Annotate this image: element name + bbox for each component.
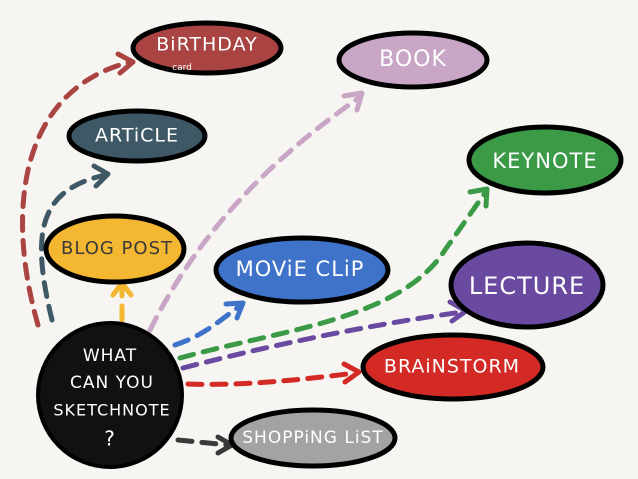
node-keynote-shape bbox=[466, 124, 624, 196]
node-brainstorm-label: BRAiNSTORM bbox=[384, 356, 520, 378]
connector-keynote bbox=[177, 186, 490, 361]
node-brainstorm: BRAiNSTORM bbox=[360, 332, 546, 402]
node-blog-post-shape bbox=[43, 213, 187, 285]
connector-article bbox=[39, 163, 111, 323]
connector-blog-post bbox=[110, 280, 134, 323]
node-birthday-sublabel: card bbox=[172, 63, 192, 73]
node-book: BOOK bbox=[336, 30, 490, 90]
node-lecture-label: LECTURE bbox=[469, 272, 585, 300]
node-article-label: ARTiCLE bbox=[95, 125, 179, 147]
connector-shopping-list bbox=[175, 434, 235, 456]
node-article: ARTiCLE bbox=[66, 108, 208, 164]
connector-brainstorm bbox=[185, 361, 362, 387]
node-birthday-label: BiRTHDAY bbox=[156, 34, 257, 56]
node-book-shape bbox=[336, 30, 490, 90]
center-line-2: CAN YOU bbox=[70, 373, 154, 393]
node-keynote: KEYNOTE bbox=[466, 124, 624, 196]
node-blog-post-label: BLOG POST bbox=[61, 238, 173, 259]
node-book-label: BOOK bbox=[379, 47, 447, 72]
node-movie-clip: MOViE CLiP bbox=[213, 235, 391, 305]
node-keynote-label: KEYNOTE bbox=[492, 149, 597, 173]
node-movie-clip-shape bbox=[213, 235, 391, 305]
center-line-3: SKETCHNOTE bbox=[53, 401, 170, 420]
connector-book bbox=[147, 90, 365, 333]
connector-birthday bbox=[20, 51, 136, 328]
node-brainstorm-shape bbox=[360, 332, 546, 402]
node-blog-post: BLOG POST bbox=[43, 213, 187, 285]
node-shopping-list-shape bbox=[228, 407, 398, 469]
node-lecture: LECTURE bbox=[448, 240, 606, 330]
node-movie-clip-label: MOViE CLiP bbox=[236, 257, 365, 281]
connector-movie-clip bbox=[172, 300, 246, 348]
node-birthday: BiRTHDAY card bbox=[130, 20, 284, 76]
node-shopping-list-label: SHOPPiNG LiST bbox=[242, 428, 383, 448]
center-node: WHAT CAN YOU SKETCHNOTE ? bbox=[36, 321, 184, 469]
node-lecture-shape bbox=[448, 240, 606, 330]
center-node-shape bbox=[36, 321, 184, 469]
node-birthday-shape bbox=[130, 20, 284, 76]
node-shopping-list: SHOPPiNG LiST bbox=[228, 407, 398, 469]
node-article-shape bbox=[66, 108, 208, 164]
center-line-4: ? bbox=[104, 427, 116, 451]
center-line-1: WHAT bbox=[83, 346, 137, 366]
